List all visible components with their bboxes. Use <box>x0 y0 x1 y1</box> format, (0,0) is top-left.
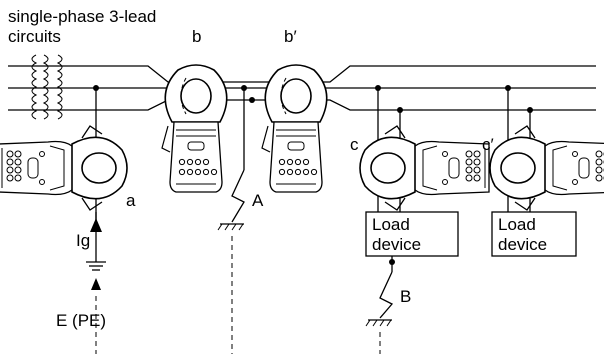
clamp-meter-b-prime <box>261 64 328 193</box>
load-device-2-line1: Load <box>498 215 536 234</box>
load-device-2: Load device <box>491 211 577 257</box>
clamp-meter-a <box>0 125 128 211</box>
clamp-meter-c <box>359 125 490 211</box>
diagram-title-line1: single-phase 3-lead <box>8 7 156 26</box>
load-device-2-line2: device <box>498 235 547 254</box>
ground-symbol-icon <box>85 261 107 271</box>
leakage-lightning-icon <box>231 88 245 223</box>
label-a: a <box>126 191 136 210</box>
label-e-pe: E (PE) <box>56 311 106 330</box>
current-arrow-icon <box>90 218 102 232</box>
label-b: b <box>192 27 201 46</box>
label-c-prime: c′ <box>482 135 494 154</box>
transformer-coil-icon <box>31 54 63 120</box>
label-A: A <box>252 191 264 210</box>
clamp-meter-b <box>161 64 228 193</box>
label-B: B <box>400 287 411 306</box>
load-device-1-line2: device <box>372 235 421 254</box>
label-c: c <box>350 135 359 154</box>
diagram-title-line2: circuits <box>8 27 61 46</box>
leakage-lightning-icon-b <box>379 256 395 319</box>
label-ig: Ig <box>76 231 90 250</box>
label-b-prime: b′ <box>284 27 297 46</box>
ground-symbol-a <box>217 223 245 231</box>
load-device-1-line1: Load <box>372 215 410 234</box>
load-device-1: Load device <box>365 211 459 257</box>
ground-symbol-b <box>365 319 393 327</box>
clamp-meter-c-prime <box>489 125 604 211</box>
